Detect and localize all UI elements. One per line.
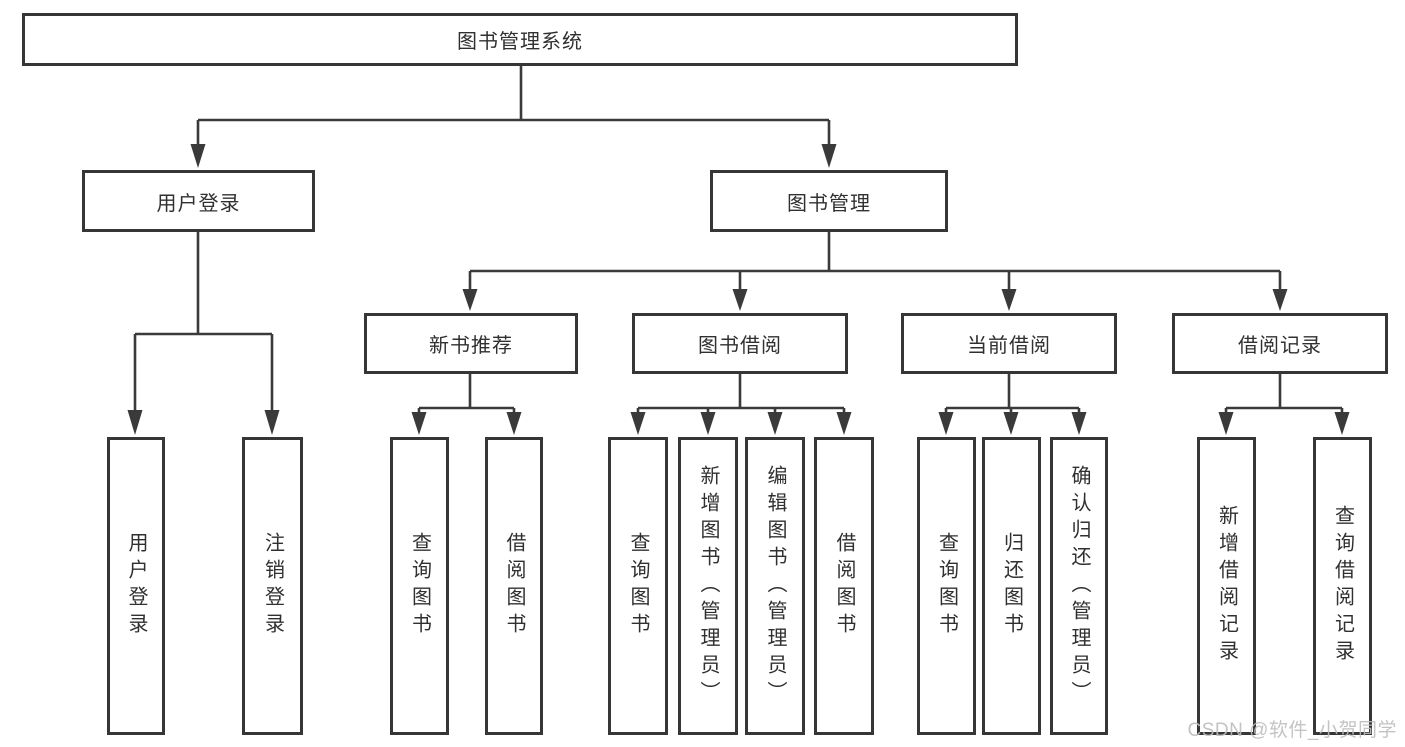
arrowheads <box>127 144 1350 435</box>
node-root: 图书管理系统 <box>22 13 1018 66</box>
leaf-confirm-return-admin-label: 确认归还（管理员） <box>1068 464 1090 708</box>
leaf-borrow-books-recommend: 借阅图书 <box>485 437 543 735</box>
leaf-return-books-label: 归还图书 <box>1000 532 1023 640</box>
leaf-query-books-current-label: 查询图书 <box>935 532 958 640</box>
csdn-watermark: CSDN @软件_小贺同学 <box>1187 720 1397 741</box>
leaf-query-books-borrow-label: 查询图书 <box>627 532 649 640</box>
leaf-user-login: 用户登录 <box>107 437 165 735</box>
leaf-return-books: 归还图书 <box>982 437 1041 735</box>
leaf-add-book-admin-label: 新增图书（管理员） <box>697 464 719 708</box>
leaf-query-books-current: 查询图书 <box>917 437 976 735</box>
node-book-borrow: 图书借阅 <box>632 313 848 374</box>
node-user-login: 用户登录 <box>82 170 315 232</box>
node-current-borrow: 当前借阅 <box>901 313 1117 374</box>
node-book-management-label: 图书管理 <box>787 192 871 215</box>
leaf-add-borrow-record-label: 新增借阅记录 <box>1215 505 1238 667</box>
leaf-query-borrow-record-label: 查询借阅记录 <box>1331 505 1354 667</box>
leaf-logout-login-label: 注销登录 <box>261 532 284 640</box>
leaf-add-book-admin: 新增图书（管理员） <box>678 437 738 735</box>
leaf-query-borrow-record: 查询借阅记录 <box>1313 437 1372 735</box>
leaf-add-borrow-record: 新增借阅记录 <box>1197 437 1256 735</box>
node-new-book-recommend: 新书推荐 <box>364 313 578 374</box>
node-new-book-recommend-label: 新书推荐 <box>429 335 513 357</box>
node-borrow-records-label: 借阅记录 <box>1238 335 1322 357</box>
leaf-confirm-return-admin: 确认归还（管理员） <box>1050 437 1108 735</box>
node-borrow-records: 借阅记录 <box>1172 313 1388 374</box>
node-book-borrow-label: 图书借阅 <box>698 335 782 357</box>
node-user-login-label: 用户登录 <box>156 192 241 215</box>
leaf-query-books-recommend: 查询图书 <box>390 437 449 735</box>
leaf-query-books-recommend-label: 查询图书 <box>408 532 431 640</box>
leaf-user-login-label: 用户登录 <box>125 532 147 640</box>
leaf-edit-book-admin-label: 编辑图书（管理员） <box>764 464 786 708</box>
leaf-edit-book-admin: 编辑图书（管理员） <box>745 437 805 735</box>
leaf-query-books-borrow: 查询图书 <box>608 437 668 735</box>
leaf-borrow-books-2: 借阅图书 <box>814 437 874 735</box>
leaf-borrow-books-recommend-label: 借阅图书 <box>503 532 525 640</box>
leaf-borrow-books-2-label: 借阅图书 <box>833 532 855 640</box>
node-book-management: 图书管理 <box>710 170 948 232</box>
leaf-logout-login: 注销登录 <box>242 437 303 735</box>
node-root-label: 图书管理系统 <box>457 31 583 53</box>
connector-path <box>133 66 1344 414</box>
node-current-borrow-label: 当前借阅 <box>967 335 1051 357</box>
